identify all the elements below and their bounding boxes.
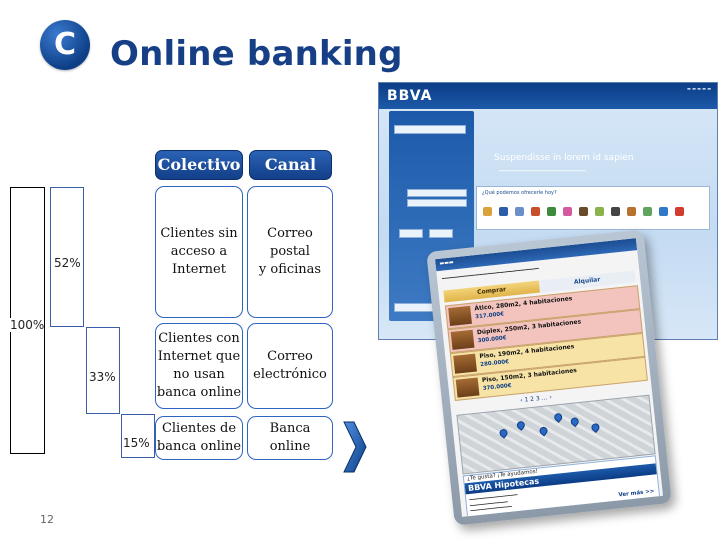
chevron-right-icon: [343, 421, 367, 473]
header-canal: Canal: [249, 150, 332, 180]
label-52: 52%: [54, 256, 81, 270]
label-100: 100%: [10, 318, 45, 332]
listing-thumb: [455, 377, 480, 398]
pager: ‹ 1 2 3 … ›: [519, 393, 553, 405]
mobile-app-mockup: ▬▬▬ ▁▁▁▁▁▁▁▁▁▁▁▁▁▁▁▁▁▁▁▁▁▁▁ Comprar Alqu…: [426, 229, 672, 526]
user-field: [407, 189, 467, 197]
label-15: 15%: [123, 436, 150, 450]
cell-text: Banca online: [269, 421, 311, 454]
cell-colectivo-2: Clientes con Internet que no usan banca …: [155, 323, 243, 409]
cell-canal-3: Banca online: [247, 416, 333, 460]
web-offer-strip: ¿Qué podemos ofrecerle hoy?: [476, 186, 710, 230]
offer-strip-label: ¿Qué podemos ofrecerle hoy?: [482, 190, 557, 196]
offer-icon: [627, 207, 636, 216]
section-badge: C: [40, 20, 90, 70]
web-top-nav: ▬ ▬ ▬ ▬ ▬: [687, 86, 711, 91]
offer-icon: [547, 207, 556, 216]
bbva-logo: BBVA: [387, 88, 433, 104]
listing-price: 280.000€: [480, 359, 510, 369]
ver-mas-link: Ver más >>: [618, 488, 655, 499]
page-title: Online banking: [110, 34, 403, 74]
map-pin-icon: [589, 421, 602, 434]
listing-price: 370.000€: [482, 382, 512, 392]
web-hero-sub: ▁▁▁▁▁▁▁▁▁▁▁▁▁▁▁▁▁▁▁▁▁▁▁▁▁: [499, 167, 586, 172]
listing-thumb: [448, 305, 472, 327]
password-field: [407, 199, 467, 207]
map-pin-icon: [552, 411, 564, 423]
cell-text: Clientes de banca online: [156, 421, 242, 454]
offer-icon: [611, 207, 620, 216]
map-pin-icon: [497, 427, 510, 439]
offer-icon: [579, 207, 588, 216]
web-button: [399, 229, 423, 238]
phone-screen: ▬▬▬ ▁▁▁▁▁▁▁▁▁▁▁▁▁▁▁▁▁▁▁▁▁▁▁ Comprar Alqu…: [435, 238, 663, 517]
offer-icon: [595, 207, 604, 216]
map-pin-icon: [515, 419, 527, 431]
cell-canal-1: Correo postal y oficinas: [247, 186, 333, 318]
web-top-bar: BBVA ▬ ▬ ▬ ▬ ▬: [379, 83, 717, 109]
listing-thumb: [450, 329, 475, 350]
offer-icon: [675, 207, 684, 216]
page-number: 12: [40, 513, 54, 526]
cell-colectivo-3: Clientes de banca online: [155, 416, 243, 460]
offer-icon: [659, 207, 668, 216]
cell-colectivo-1: Clientes sin acceso a Internet: [155, 186, 243, 318]
map-pin-icon: [537, 425, 550, 437]
phone-header-text: ▬▬▬: [439, 259, 454, 267]
cell-text: Clientes con Internet que no usan banca …: [156, 331, 242, 400]
offer-icon: [531, 207, 540, 216]
listing-price: 317.000€: [474, 311, 505, 321]
profile-select: [394, 125, 466, 134]
cell-text: Correo postal y oficinas: [258, 226, 322, 277]
mortgage-text: ▁▁▁▁▁▁▁▁▁▁▁▁▁▁▁▁▁▁▁▁▁▁▁▁▁▁▁▁▁▁▁▁▁▁▁▁▁: [468, 490, 518, 512]
listing-thumb: [453, 353, 477, 374]
cell-text: Clientes sin acceso a Internet: [160, 226, 238, 277]
header-colectivo: Colectivo: [155, 150, 243, 180]
offer-icon: [483, 207, 492, 216]
web-hero-text: Suspendisse in lorem id sapien: [494, 153, 634, 163]
map-pin-icon: [569, 415, 581, 428]
listing-price: 300.000€: [477, 335, 507, 345]
offer-icon: [643, 207, 652, 216]
label-33: 33%: [89, 370, 116, 384]
offer-icon: [499, 207, 508, 216]
offer-icon: [515, 207, 524, 216]
cell-text: Correo electrónico: [253, 349, 327, 382]
web-button: [429, 229, 453, 238]
cell-canal-2: Correo electrónico: [247, 323, 333, 409]
offer-icon: [563, 207, 572, 216]
